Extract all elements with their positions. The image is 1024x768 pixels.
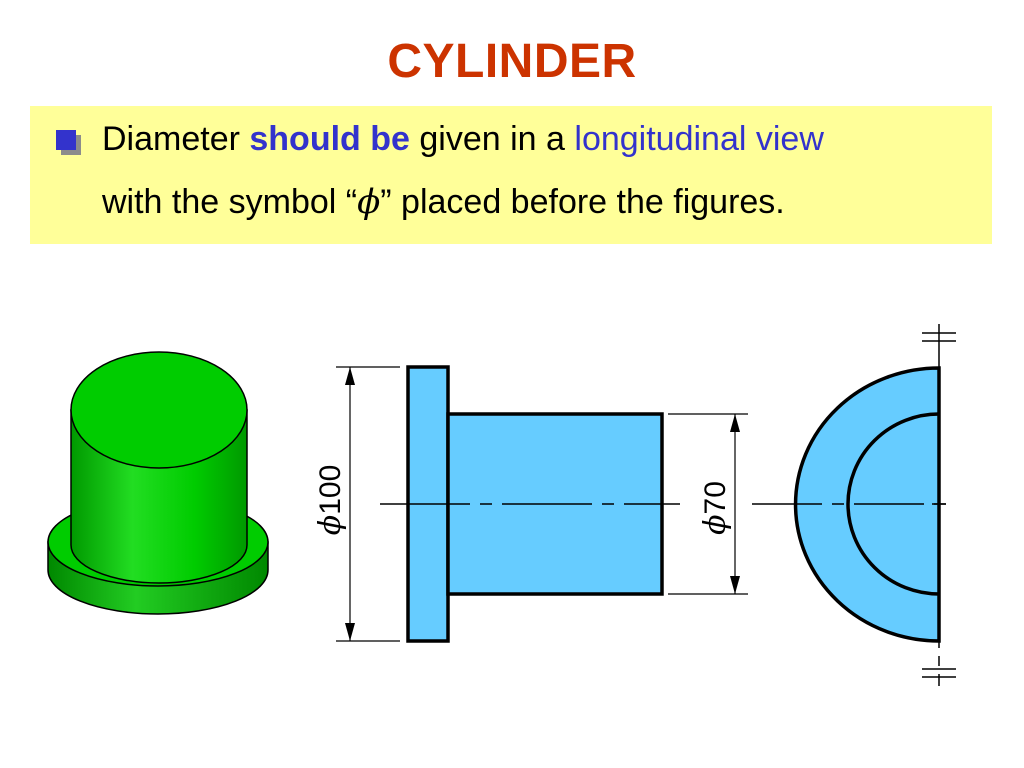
longitudinal-view: ϕ100 ϕ70 (313, 365, 748, 643)
dimension-phi-100: ϕ100 (313, 366, 400, 642)
dimension-symbol: ϕ (313, 515, 348, 535)
bullet-square-icon (56, 130, 82, 156)
symmetry-mark-top (922, 332, 956, 342)
note-text: ” placed before the figures. (380, 183, 785, 221)
symmetry-mark-bottom (922, 668, 956, 678)
dimension-value: 100 (314, 465, 347, 515)
note-text: Diameter (102, 120, 250, 158)
phi-symbol: ϕ (357, 182, 381, 222)
note-text: given in a (409, 120, 575, 158)
isometric-cylinder (47, 351, 269, 615)
slide-title: CYLINDER (387, 35, 637, 88)
half-end-view (752, 324, 956, 686)
dimension-phi-70: ϕ70 (668, 413, 748, 595)
note-text: with the symbol “ (102, 183, 358, 221)
note-highlight: longitudinal view (574, 120, 824, 158)
note-emphasis: should be (249, 120, 410, 158)
dimension-value: 70 (699, 481, 732, 514)
svg-text:ϕ100: ϕ100 (313, 465, 348, 536)
note-line-1: Diameter should be given in a longitudin… (102, 120, 824, 159)
note-line-2: with the symbol “ϕ” placed before the fi… (102, 182, 785, 222)
svg-text:ϕ70: ϕ70 (698, 481, 733, 535)
inner-half-circle (846, 412, 940, 596)
note-box: Diameter should be given in a longitudin… (30, 106, 992, 244)
top-face (70, 351, 248, 469)
dimension-symbol: ϕ (698, 514, 733, 534)
